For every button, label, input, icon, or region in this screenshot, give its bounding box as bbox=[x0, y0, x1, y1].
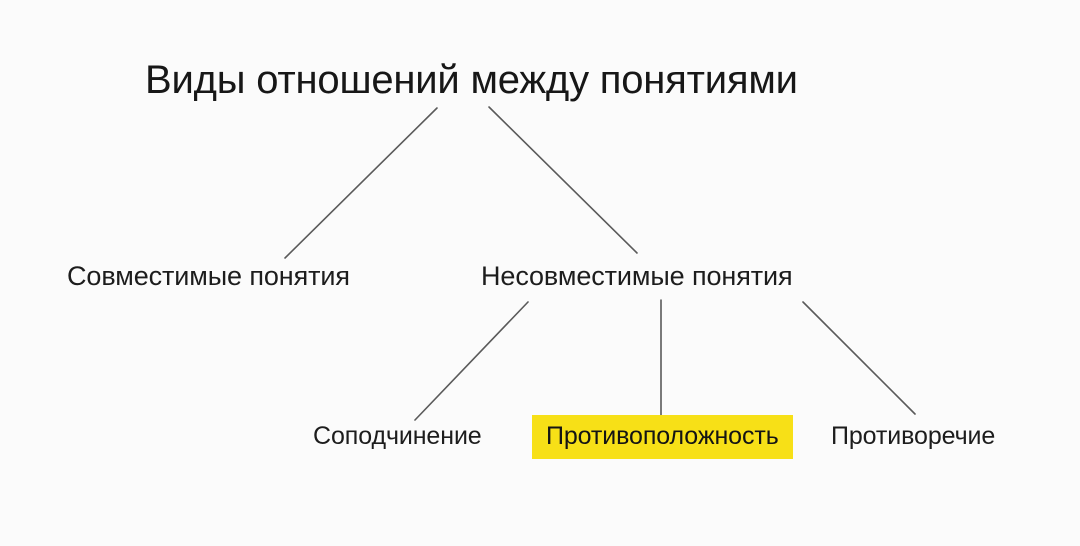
node-incompatible-concepts: Несовместимые понятия bbox=[481, 261, 793, 291]
node-root-title: Виды отношений между понятиями bbox=[145, 58, 798, 102]
edge-root-to-incompatible bbox=[488, 106, 638, 254]
edge-incompatible-to-subordination bbox=[414, 301, 529, 421]
node-opposition-highlighted: Противоположность bbox=[532, 415, 793, 459]
edge-incompatible-to-contradiction bbox=[802, 301, 916, 415]
edge-root-to-compatible bbox=[284, 107, 438, 259]
node-subordination: Соподчинение bbox=[313, 422, 482, 450]
node-compatible-concepts: Совместимые понятия bbox=[67, 261, 350, 291]
node-contradiction: Противоречие bbox=[831, 422, 996, 450]
